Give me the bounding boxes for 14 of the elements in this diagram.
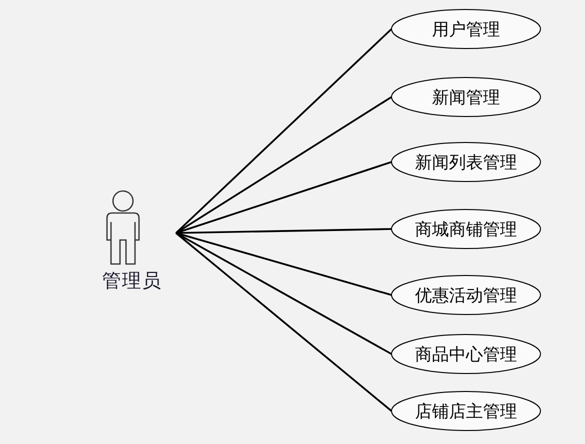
association-line [176, 232, 392, 355]
association-line [175, 232, 392, 412]
use-case-label: 店铺店主管理 [415, 400, 517, 422]
association-line [176, 161, 392, 234]
association-line [176, 96, 392, 234]
use-case-label: 用户管理 [432, 18, 500, 40]
use-case-label: 新闻列表管理 [415, 152, 517, 174]
use-case-label: 新闻管理 [432, 86, 500, 108]
use-case-label: 商品中心管理 [415, 344, 517, 366]
association-line [175, 28, 392, 234]
use-case-label: 优惠活动管理 [415, 284, 517, 306]
use-case-label: 商城商铺管理 [415, 218, 517, 240]
association-line [176, 232, 392, 296]
actor-label: 管理员 [101, 269, 163, 294]
